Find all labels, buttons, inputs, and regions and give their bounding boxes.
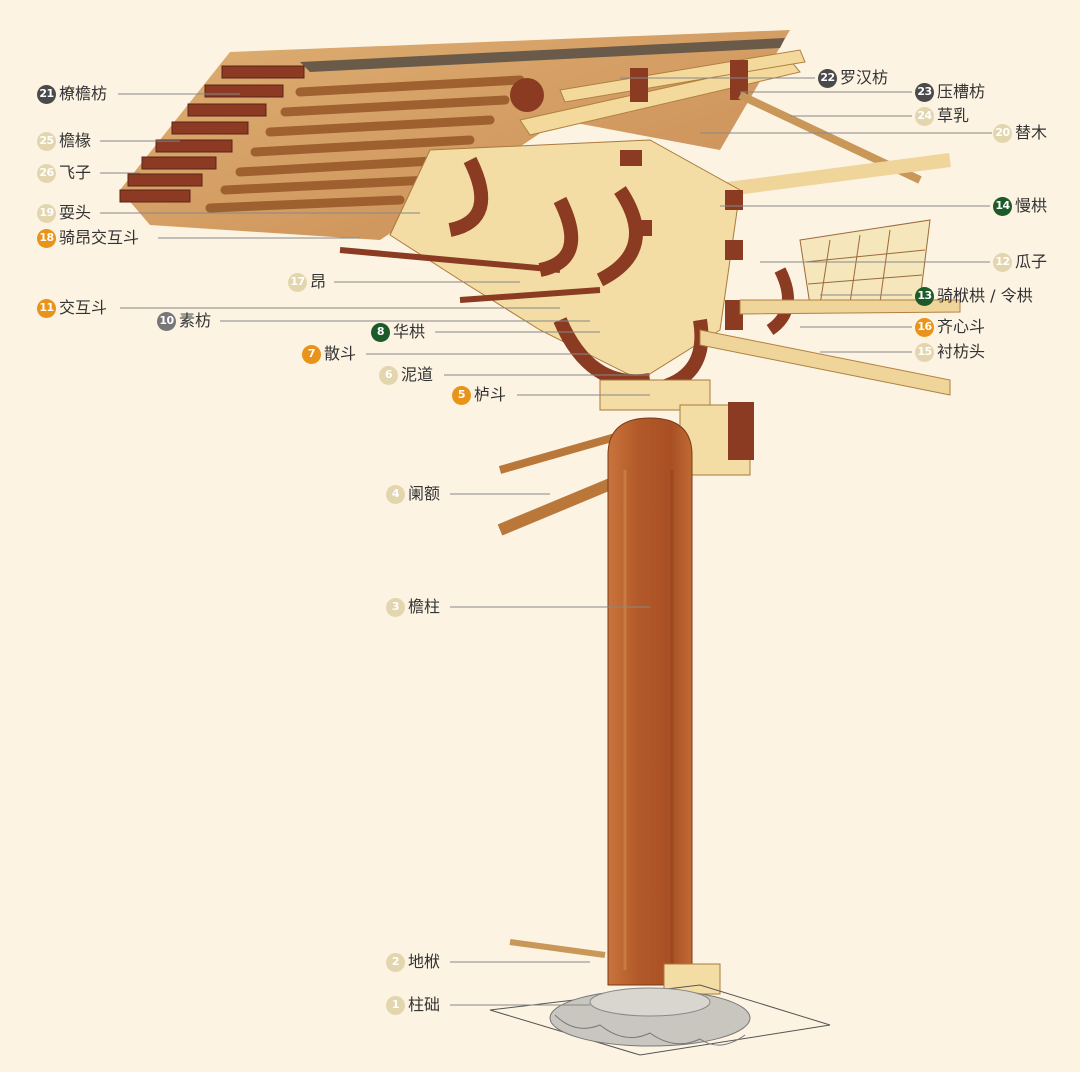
label-8-text: 华栱: [393, 322, 426, 341]
badge-22: 22: [818, 68, 837, 88]
label-19: 19 耍头: [37, 203, 91, 223]
label-2: 2 地栿: [386, 952, 440, 972]
badge-15: 15: [915, 342, 934, 362]
badge-12: 12: [993, 252, 1012, 272]
label-16-text: 齐心斗: [937, 317, 986, 336]
label-1: 1 柱础: [386, 995, 440, 1015]
label-25-text: 檐椽: [59, 131, 92, 150]
label-12: 12 瓜子: [993, 252, 1047, 272]
label-26: 26 飞子: [37, 163, 91, 183]
label-15-text: 衬枋头: [937, 342, 986, 361]
column-base: [489, 984, 831, 1056]
label-21: 21 橑檐枋: [37, 84, 107, 104]
label-23-text: 压槽枋: [937, 82, 986, 101]
badge-6: 6: [379, 365, 398, 385]
badge-24: 24: [915, 106, 934, 126]
label-2-text: 地栿: [408, 952, 441, 971]
label-10-text: 素枋: [179, 311, 212, 330]
label-24: 24 草乳: [915, 106, 969, 126]
label-16: 16 齐心斗: [915, 317, 985, 337]
label-20: 20 替木: [993, 123, 1047, 143]
badge-10: 10: [157, 311, 176, 331]
label-13-text: 骑栿栱 / 令栱: [937, 286, 1033, 305]
badge-7: 7: [302, 344, 321, 364]
label-19-text: 耍头: [59, 203, 92, 222]
label-7-text: 散斗: [324, 344, 357, 363]
badge-23: 23: [915, 82, 934, 102]
label-11: 11 交互斗: [37, 298, 107, 318]
badge-21: 21: [37, 84, 56, 104]
badge-11: 11: [37, 298, 56, 318]
label-22: 22 罗汉枋: [818, 68, 888, 88]
eaves-column: [607, 417, 693, 986]
leader-lines: [100, 77, 992, 1006]
label-5: 5 栌斗: [452, 385, 506, 405]
label-24-text: 草乳: [937, 106, 970, 125]
upper-beams: [510, 49, 951, 197]
badge-13: 13: [915, 286, 934, 306]
label-1-text: 柱础: [408, 995, 441, 1014]
label-15: 15 衬枋头: [915, 342, 985, 362]
label-5-text: 栌斗: [474, 385, 507, 404]
badge-16: 16: [915, 317, 934, 337]
label-20-text: 替木: [1015, 123, 1048, 142]
label-14-text: 慢栱: [1015, 196, 1048, 215]
label-17: 17 昂: [288, 272, 326, 292]
label-22-text: 罗汉枋: [840, 68, 889, 87]
bracket-set: [339, 139, 794, 411]
lintel-beams: [497, 299, 961, 536]
label-25: 25 檐椽: [37, 131, 91, 151]
label-18-text: 骑昂交互斗: [59, 228, 140, 247]
label-6-text: 泥道: [401, 365, 434, 384]
badge-3: 3: [386, 597, 405, 617]
badge-2: 2: [386, 952, 405, 972]
label-14: 14 慢栱: [993, 196, 1047, 216]
label-4: 4 阑额: [386, 484, 440, 504]
label-23: 23 压槽枋: [915, 82, 985, 102]
round-rafters: [205, 75, 525, 213]
badge-17: 17: [288, 272, 307, 292]
badge-4: 4: [386, 484, 405, 504]
badge-25: 25: [37, 131, 56, 151]
badge-18: 18: [37, 228, 56, 248]
label-17-text: 昂: [310, 272, 327, 291]
label-10: 10 素枋: [157, 311, 211, 331]
label-6: 6 泥道: [379, 365, 433, 385]
label-8: 8 华栱: [371, 322, 425, 342]
label-3-text: 檐柱: [408, 597, 441, 616]
badge-20: 20: [993, 123, 1012, 143]
badge-14: 14: [993, 196, 1012, 216]
label-21-text: 橑檐枋: [59, 84, 108, 103]
badge-8: 8: [371, 322, 390, 342]
badge-19: 19: [37, 203, 56, 223]
label-13: 13 骑栿栱 / 令栱: [915, 286, 1033, 306]
label-3: 3 檐柱: [386, 597, 440, 617]
badge-26: 26: [37, 163, 56, 183]
label-12-text: 瓜子: [1015, 252, 1048, 271]
label-7: 7 散斗: [302, 344, 356, 364]
flying-rafters: [119, 65, 305, 203]
label-26-text: 飞子: [59, 163, 92, 182]
label-4-text: 阑额: [408, 484, 441, 503]
badge-5: 5: [452, 385, 471, 405]
label-11-text: 交互斗: [59, 298, 108, 317]
label-18: 18 骑昂交互斗: [37, 228, 139, 248]
badge-1: 1: [386, 995, 405, 1015]
